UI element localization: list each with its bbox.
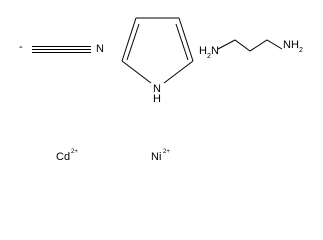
pyrrole-nitrogen-label: N bbox=[153, 83, 161, 95]
double-bond-c4-c5 bbox=[175, 23, 189, 61]
double-bond-c2-c3 bbox=[126, 23, 140, 61]
bond-c2-n1 bbox=[121, 60, 152, 84]
bond-drawing bbox=[32, 17, 283, 84]
cyanide-triple-bond bbox=[32, 46, 91, 53]
diamine-carbon-chain bbox=[217, 39, 283, 52]
diamine-left-n: N bbox=[211, 45, 219, 57]
cadmium-ion-charge: 2+ bbox=[71, 149, 78, 155]
pyrrole-ring bbox=[121, 17, 194, 84]
nickel-ion-charge: 2+ bbox=[163, 149, 170, 155]
diamine-right-n: N bbox=[283, 39, 291, 51]
diamine-left-h: H bbox=[199, 45, 207, 57]
bond-c4-c5 bbox=[178, 17, 194, 62]
cyanide-charge: - bbox=[19, 41, 23, 53]
cadmium-ion-symbol: Cd bbox=[56, 151, 71, 163]
bond-c3-c2 bbox=[121, 17, 137, 62]
chemical-structure-canvas: - N N H H 2 N N H 2 Cd 2+ Ni 2+ bbox=[19, 17, 303, 163]
diamine-right-h: H bbox=[291, 39, 299, 51]
cyanide-nitrogen-label: N bbox=[96, 43, 104, 55]
diamine-right-subscript: 2 bbox=[299, 47, 303, 54]
pyrrole-hydrogen-label: H bbox=[153, 93, 161, 105]
diamine-left-subscript: 2 bbox=[207, 53, 211, 60]
bond-c5-n1 bbox=[163, 60, 194, 84]
nickel-ion-symbol: Ni bbox=[151, 151, 162, 163]
